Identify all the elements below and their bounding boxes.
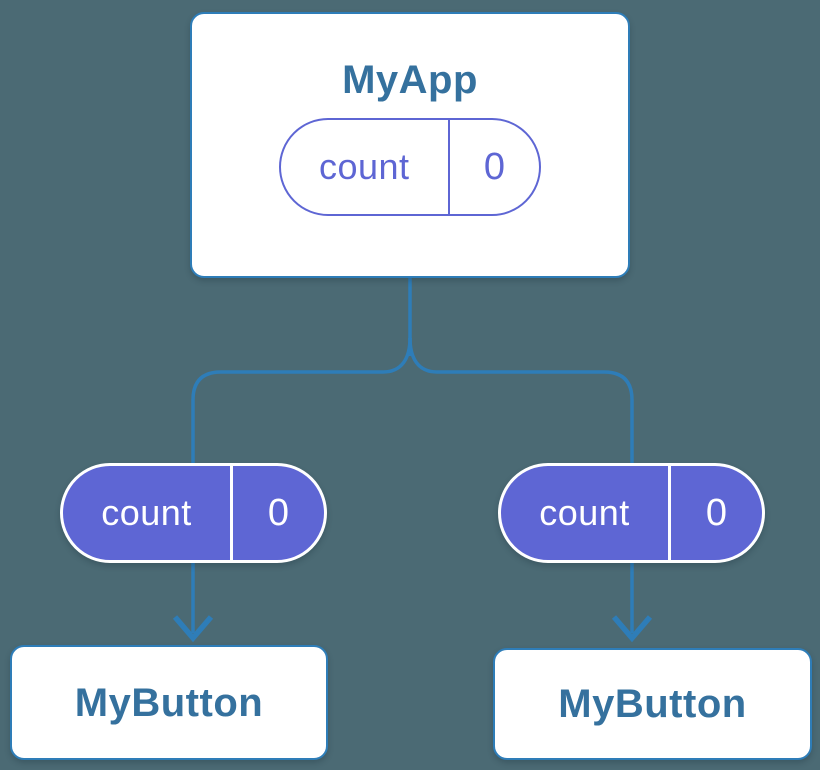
left-prop-pill: count 0 <box>60 463 327 563</box>
right-branch-line <box>408 337 634 633</box>
right-arrowhead <box>611 615 653 643</box>
state-key-label: count <box>318 146 410 187</box>
myapp-title: MyApp <box>342 58 478 102</box>
left-branch-line <box>191 337 412 633</box>
prop-key-label: count <box>539 492 630 533</box>
right-prop-pill: count 0 <box>498 463 765 563</box>
mybutton-title: MyButton <box>558 682 747 726</box>
prop-key-label: count <box>101 492 192 533</box>
pill-divider <box>668 466 671 560</box>
mybutton-card-left: MyButton <box>10 645 328 760</box>
pill-divider <box>447 120 450 214</box>
mybutton-title: MyButton <box>74 680 264 725</box>
myapp-state-pill: count 0 <box>279 118 541 216</box>
prop-value-label: 0 <box>267 491 290 534</box>
state-value-label: 0 <box>483 145 506 188</box>
myapp-card: MyApp count 0 <box>190 12 630 278</box>
prop-value-label: 0 <box>705 491 728 534</box>
mybutton-card-right: MyButton <box>493 648 812 760</box>
left-arrowhead <box>172 615 214 643</box>
pill-divider <box>230 466 233 560</box>
